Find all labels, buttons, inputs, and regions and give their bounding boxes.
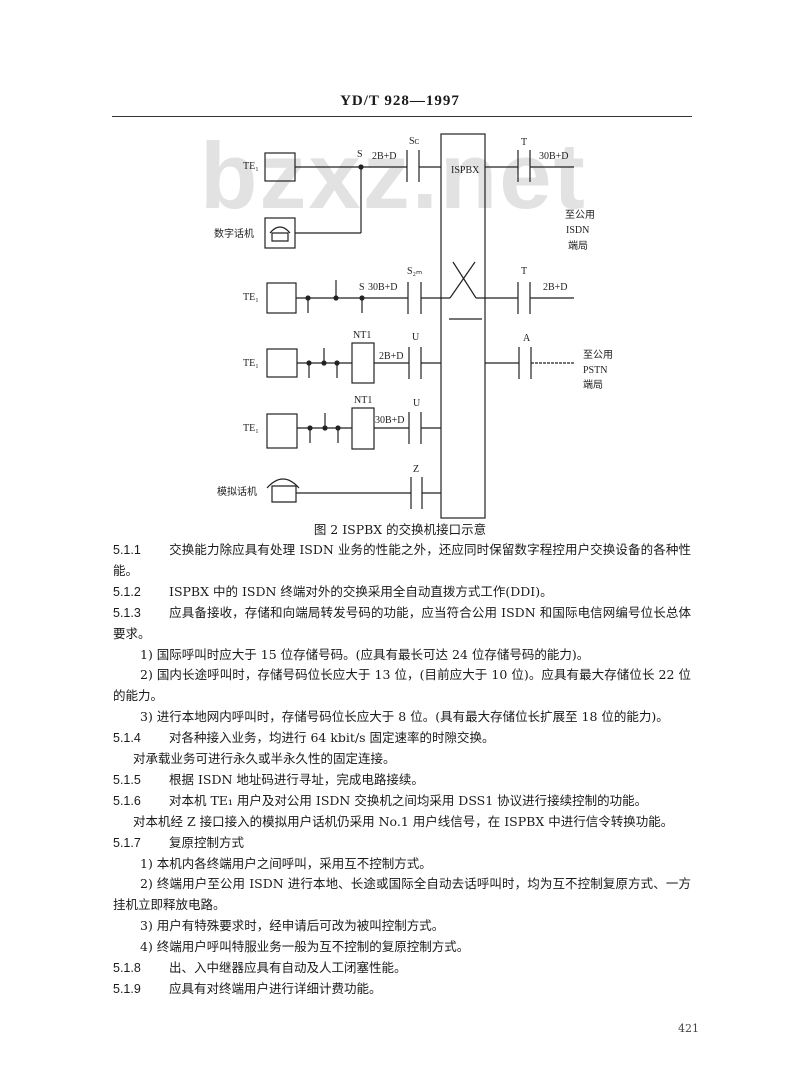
section-number: 5.1.6 [113, 793, 141, 808]
text-line: 2) 国内长途呼叫时，存储号码位长应大于 13 位，(目前应大于 10 位)。应… [113, 665, 691, 686]
section-line: 5.1.7 复原控制方式 [113, 833, 691, 854]
section-number: 5.1.2 [113, 584, 141, 599]
svg-text:T: T [521, 266, 527, 277]
svg-text:2B+D: 2B+D [543, 282, 568, 293]
line-text: 对本机经 Z 接口接入的模拟用户话机仍采用 No.1 用户线信号，在 ISPBX… [133, 813, 674, 829]
line-text: 3) 用户有特殊要求时，经申请后可改为被叫控制方式。 [140, 918, 445, 934]
svg-text:U: U [412, 332, 420, 343]
line-text: 对各种接入业务，均进行 64 kbit/s 固定速率的时隙交换。 [169, 730, 495, 746]
svg-text:Sᴄ: Sᴄ [409, 136, 420, 147]
text-line: 对本机经 Z 接口接入的模拟用户话机仍采用 No.1 用户线信号，在 ISPBX… [113, 812, 691, 833]
section-line: 5.1.9 应具有对终端用户进行详细计费功能。 [113, 979, 691, 1000]
line-text: 交换能力除应具有处理 ISDN 业务的性能之外，还应同时保留数字程控用户交换设备… [169, 542, 691, 557]
section-number: 5.1.8 [113, 961, 141, 976]
text-line: 要求。 [113, 624, 691, 645]
svg-text:Z: Z [413, 464, 419, 475]
svg-text:NT1: NT1 [354, 395, 372, 406]
watermark: bzxz.net [200, 123, 587, 228]
svg-text:U: U [413, 398, 421, 409]
text-line: 4) 终端用户呼叫特服业务一般为互不控制的复原控制方式。 [113, 937, 691, 958]
header-rule [112, 116, 692, 117]
svg-text:至公用: 至公用 [565, 209, 595, 221]
text-line: 1) 国际呼叫时应大于 15 位存储号码。(应具有最长可达 24 位存储号码的能… [113, 645, 691, 666]
section-line: 5.1.4 对各种接入业务，均进行 64 kbit/s 固定速率的时隙交换。 [113, 728, 691, 749]
line-text: 要求。 [113, 625, 151, 641]
section-number: 5.1.5 [113, 772, 141, 787]
te1-label: TE₁ [243, 161, 259, 172]
section-line: 5.1.2 ISPBX 中的 ISDN 终端对外的交换采用全自动直拨方式工作(DD… [113, 582, 691, 603]
section-number: 5.1.4 [113, 731, 141, 746]
text-line: 的能力。 [113, 686, 691, 707]
svg-text:NT1: NT1 [353, 330, 371, 341]
line-text: 挂机立即释放电路。 [113, 897, 226, 913]
document-body: 5.1.1 交换能力除应具有处理 ISDN 业务的性能之外，还应同时保留数字程控用… [113, 540, 691, 1000]
line-text: 出、入中继器应具有自动及人工闭塞性能。 [169, 960, 407, 976]
line-text: 2) 国内长途呼叫时，存储号码位长应大于 13 位，(目前应大于 10 位)。应… [140, 667, 691, 683]
svg-text:T: T [521, 137, 527, 148]
section-number: 5.1.7 [113, 835, 141, 850]
isdn-interface-diagram: ISPBX TE₁ S 2B+D Sᴄ T 30B+D 数字话机 至公用 ISD… [214, 133, 613, 519]
ispbx-box [440, 133, 486, 519]
svg-text:TE₁: TE₁ [243, 358, 259, 369]
section-line: 5.1.1 交换能力除应具有处理 ISDN 业务的性能之外，还应同时保留数字程控用… [113, 540, 691, 561]
text-line: 能。 [113, 561, 691, 582]
line-text: 复原控制方式 [169, 834, 245, 850]
line-text: 应具有对终端用户进行详细计费功能。 [169, 980, 382, 996]
line-text: 能。 [113, 562, 139, 578]
line-text: 的能力。 [113, 688, 164, 704]
line-text: 对本机 TE₁ 用户及对公用 ISDN 交换机之间均采用 DSS1 协议进行接续… [169, 792, 648, 808]
svg-text:30B+D: 30B+D [368, 282, 398, 293]
svg-text:PSTN: PSTN [583, 365, 607, 376]
line-text: 1) 本机内各终端用户之间呼叫，采用互不控制方式。 [140, 855, 432, 871]
svg-text:至公用: 至公用 [583, 349, 613, 361]
line-text: 4) 终端用户呼叫特服业务一般为互不控制的复原控制方式。 [140, 939, 470, 955]
svg-text:ISDN: ISDN [566, 225, 589, 236]
svg-text:S₂ₘ: S₂ₘ [407, 266, 422, 277]
line-text: 2) 终端用户至公用 ISDN 进行本地、长途或国际全自动去话呼叫时，均为互不控… [140, 876, 691, 892]
section-line: 5.1.8 出、入中继器应具有自动及人工闭塞性能。 [113, 958, 691, 979]
line-text: 1) 国际呼叫时应大于 15 位存储号码。(应具有最长可达 24 位存储号码的能… [140, 646, 590, 662]
svg-text:端局: 端局 [568, 239, 588, 252]
line-text: 根据 ISDN 地址码进行寻址，完成电路接续。 [169, 771, 424, 787]
svg-text:30B+D: 30B+D [375, 415, 405, 426]
section-line: 5.1.3 应具备接收，存储和向端局转发号码的功能，应当符合公用 ISDN 和国际… [113, 603, 691, 624]
svg-text:2B+D: 2B+D [379, 351, 404, 362]
page-number: 421 [678, 1022, 699, 1035]
text-line: 挂机立即释放电路。 [113, 895, 691, 916]
text-line: 3) 用户有特殊要求时，经申请后可改为被叫控制方式。 [113, 916, 691, 937]
figure-caption: 图 2 ISPBX 的交换机接口示意 [313, 522, 487, 537]
section-line: 5.1.6 对本机 TE₁ 用户及对公用 ISDN 交换机之间均采用 DSS1 协… [113, 791, 691, 812]
document-header: YD/T 928—1997 [340, 93, 460, 109]
section-line: 5.1.5 根据 ISDN 地址码进行寻址，完成电路接续。 [113, 770, 691, 791]
analog-phone-label: 模拟话机 [217, 485, 257, 498]
svg-text:端局: 端局 [583, 378, 603, 391]
te1-box [264, 152, 296, 182]
analog-phone-icon [266, 478, 300, 503]
section-number: 5.1.9 [113, 981, 141, 996]
digital-phone-label: 数字话机 [214, 227, 254, 240]
svg-text:TE₁: TE₁ [243, 423, 259, 434]
line-text: 应具备接收，存储和向端局转发号码的功能，应当符合公用 ISDN 和国际电信网编号… [169, 604, 691, 620]
svg-text:TE₁: TE₁ [243, 292, 259, 303]
svg-text:S: S [359, 282, 365, 293]
svg-text:A: A [523, 333, 531, 344]
line-text: 3) 进行本地网内呼叫时，存储号码位长应大于 8 位。(具有最大存储位长扩展至 … [140, 709, 669, 725]
text-line: 对承载业务可进行永久或半永久性的固定连接。 [113, 749, 691, 770]
text-line: 3) 进行本地网内呼叫时，存储号码位长应大于 8 位。(具有最大存储位长扩展至 … [113, 707, 691, 728]
section-number: 5.1.1 [113, 543, 141, 557]
svg-text:30B+D: 30B+D [539, 151, 569, 162]
ispbx-label: ISPBX [451, 165, 480, 176]
text-line: 2) 终端用户至公用 ISDN 进行本地、长途或国际全自动去话呼叫时，均为互不控… [113, 874, 691, 895]
text-line: 1) 本机内各终端用户之间呼叫，采用互不控制方式。 [113, 854, 691, 875]
nt1-box [351, 342, 375, 384]
section-number: 5.1.3 [113, 605, 141, 620]
line-text: ISPBX 中的 ISDN 终端对外的交换采用全自动直拨方式工作(DDI)。 [169, 583, 553, 599]
svg-text:S: S [357, 149, 363, 160]
svg-text:2B+D: 2B+D [372, 151, 397, 162]
line-text: 对承载业务可进行永久或半永久性的固定连接。 [133, 751, 396, 767]
